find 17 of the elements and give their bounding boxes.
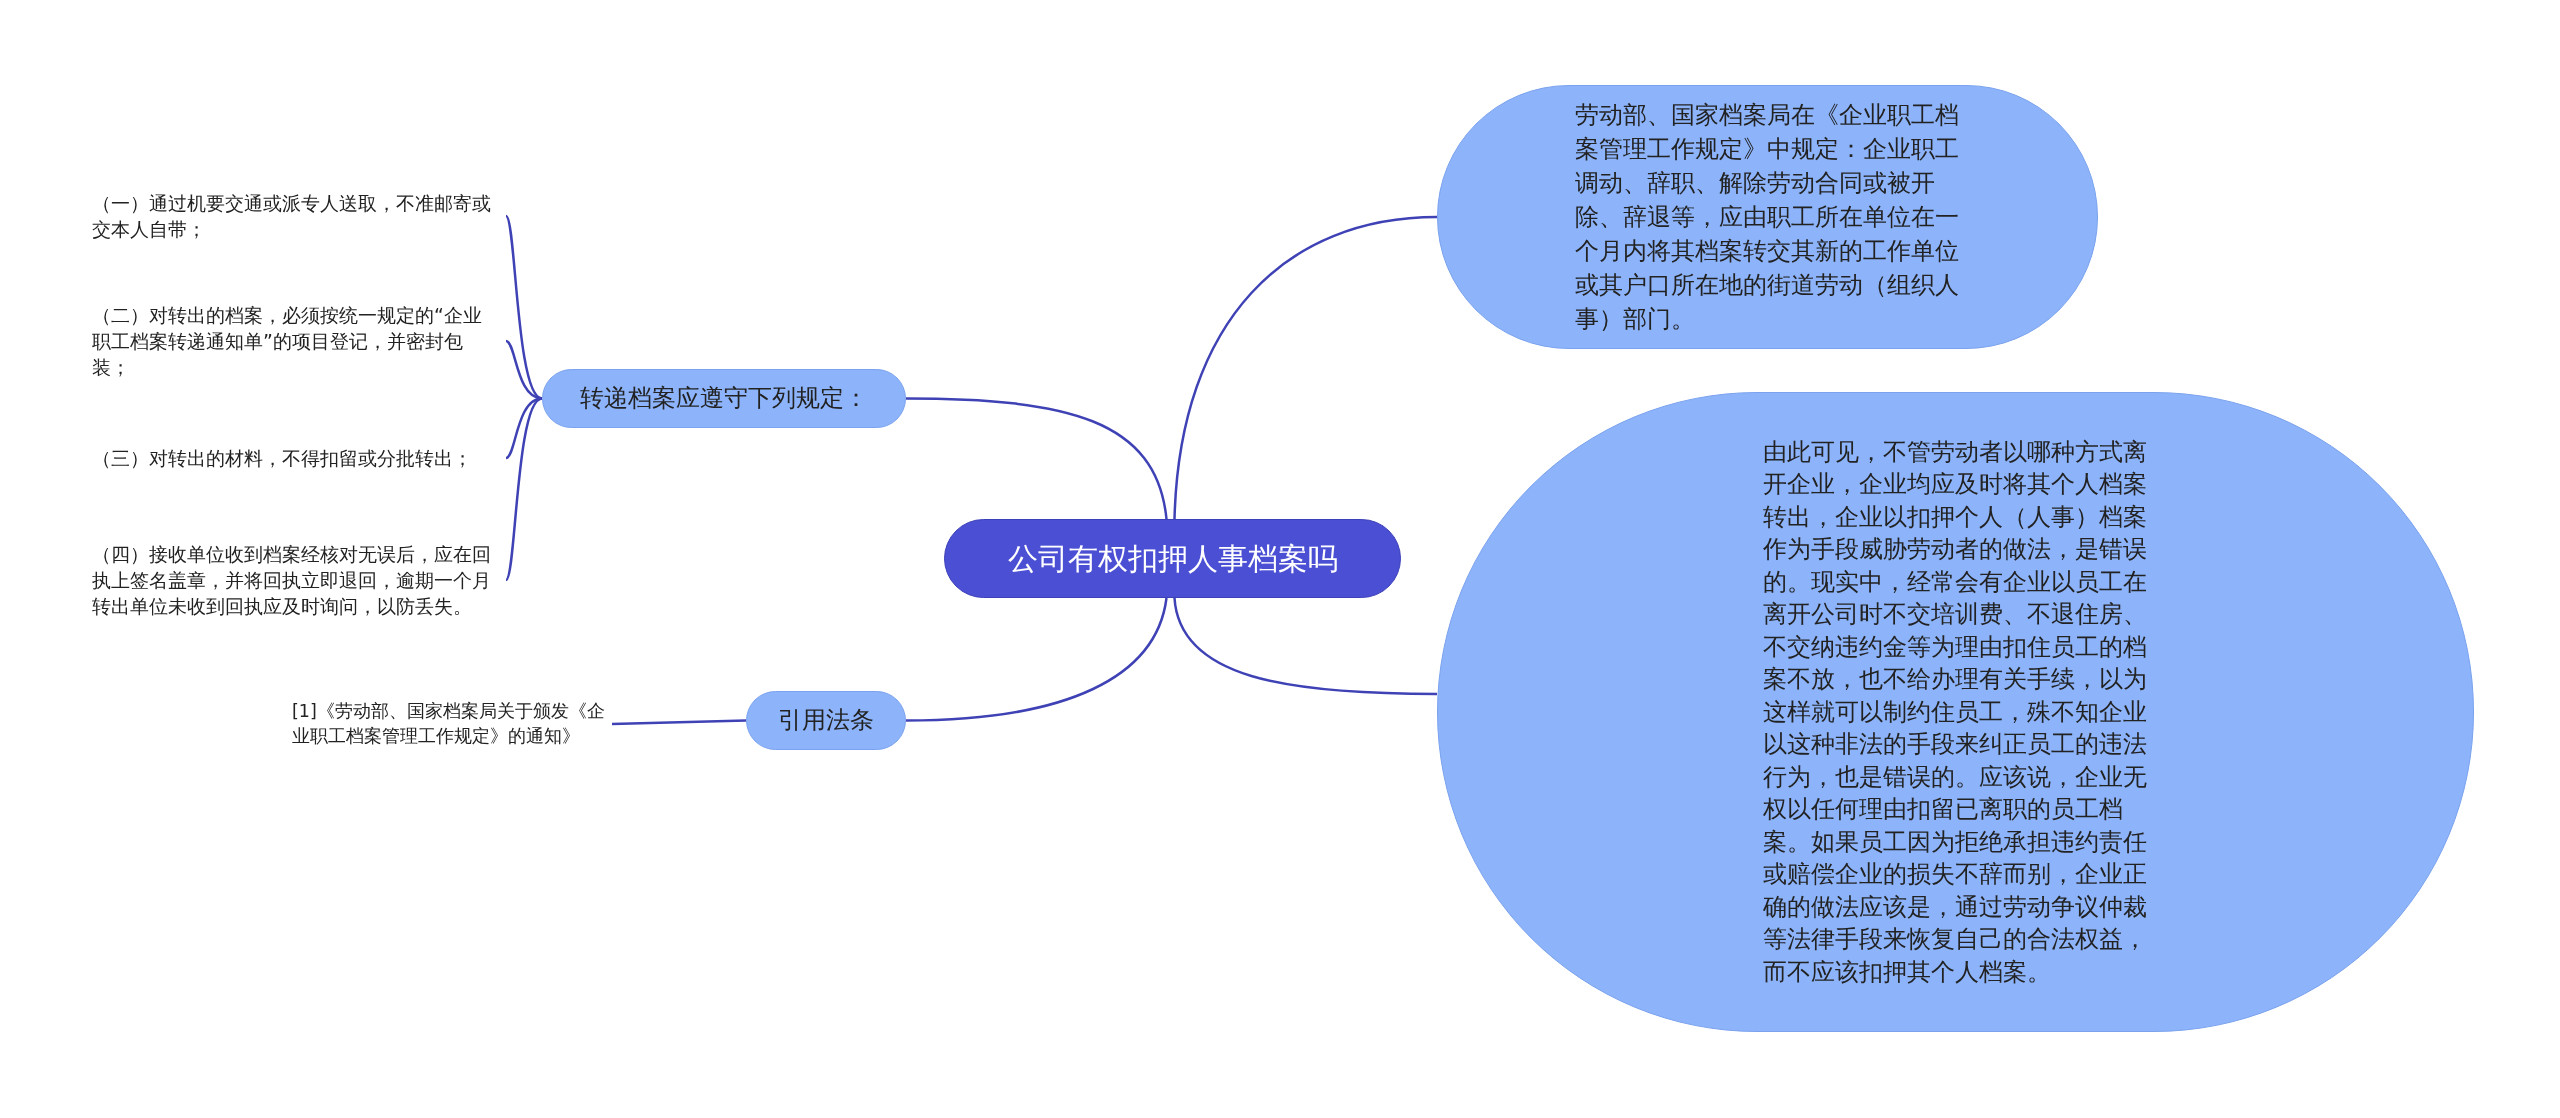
connector-line [505,397,543,460]
topic-text: 劳动部、国家档案局在《企业职工档案管理工作规定》中规定：企业职工调动、辞职、解除劳动合同或被开除、辞退等，应由职工所在单位在一个月内将其档案转交其新的工作单位或其户口所在地的街道劳动（组织人事）部门。 [1574,100,1960,335]
topic-text: 由此可见，不管劳动者以哪种方式离开企业，企业均应及时将其个人档案转出，企业以扣押个人（人事）档案作为手段威胁劳动者的做法，是错误的。现实中，经常会有企业以员工在离开公司时不交培训费、不退住房、不交纳违约金等为理由扣住员工的档案不放，也不给办理有关手续，以为这样就可以制约住员工，殊不知企业以这种非法的手段来纠正员工的违法行为，也是错误的。应该说，企业无权以任何理由扣留已离职的员工档案。如果员工因为拒绝承担违约责任或赔偿企业的损失不辞而别，企业正确的做法应该是，通过劳动争议仲裁等法律手段来恢复自己的合法权益，而不应该扣押其个人档案。 [1762,436,2148,988]
topic-text: 转递档案应遵守下列规定： [580,382,868,414]
note-text: （一）通过机要交通或派专人送取，不准邮寄或交本人自带； [92,191,492,242]
connector-line [1173,215,1438,520]
connector-line [611,719,747,726]
connector-line [905,597,1168,722]
topic-text: 公司有权扣押人事档案吗 [1007,540,1338,578]
note-text: （二）对转出的档案，必须按统一规定的“企业职工档案转递通知单”的项目登记，并密封包装； [92,303,483,380]
connector-line [1173,597,1437,696]
topic-text: 引用法条 [778,704,874,736]
note-text: [1]《劳动部、国家档案局关于颁发《企业职工档案管理工作规定》的通知》 [292,700,606,748]
note-text: （三）对转出的材料，不得扣留或分批转出； [92,446,473,471]
connector-line [504,397,543,581]
connector-line [906,397,1168,520]
note-text: （四）接收单位收到档案经核对无误后，应在回执上签名盖章，并将回执立即退回，逾期一个月转出单位未收到回执应及时询问，以防丢失。 [92,542,492,619]
